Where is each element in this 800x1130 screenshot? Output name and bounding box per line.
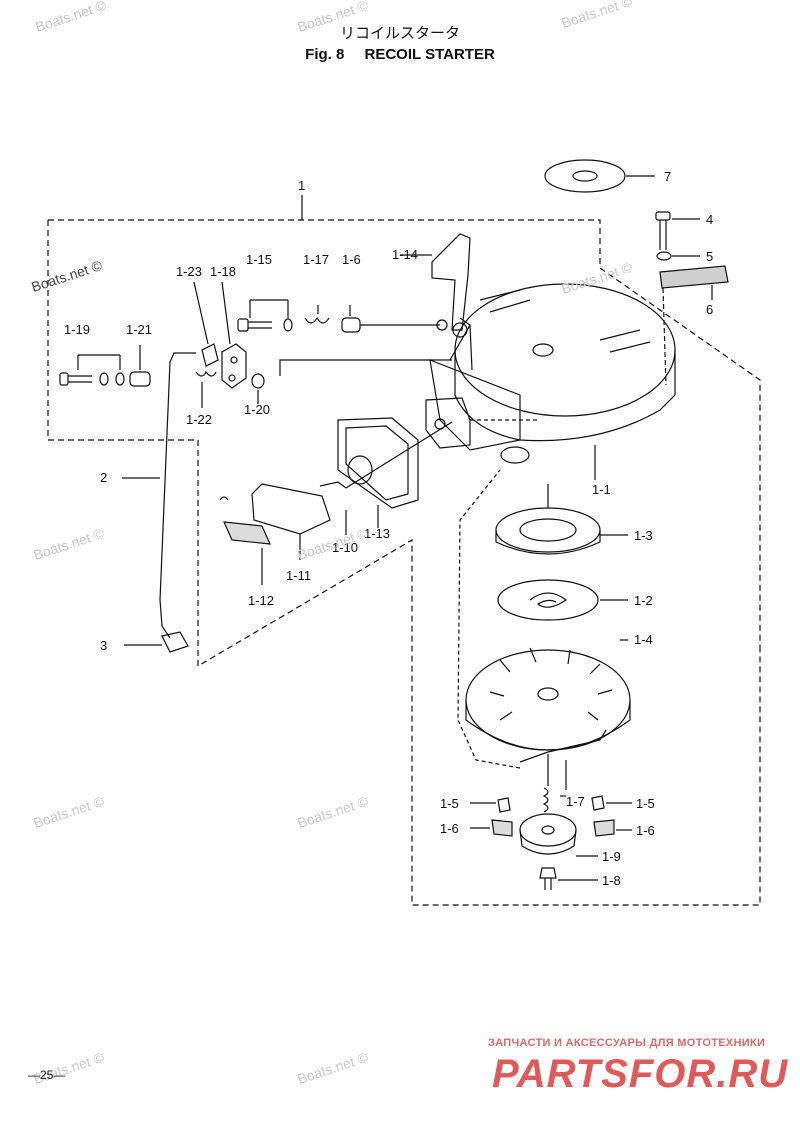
spring-case-part-1-3 [495,484,628,555]
callout-1-7: 1-7 [566,794,585,809]
callout-1-5-right: 1-5 [636,796,655,811]
page-number: —25— [28,1068,66,1082]
callout-1-22: 1-22 [186,412,212,427]
callout-3: 3 [100,638,107,653]
brand-logo: PARTSFOR.RU [492,1052,789,1096]
callout-1-9: 1-9 [602,849,621,864]
callout-1-17: 1-17 [303,252,329,267]
rope-guide [519,729,607,763]
callout-6: 6 [706,302,713,317]
drive-plate-part-1-9 [519,813,598,857]
callout-1-14: 1-14 [392,247,418,262]
callout-1-21: 1-21 [126,322,152,337]
spring-part-1-7 [542,787,566,813]
callout-1-8: 1-8 [602,873,621,888]
collar-part-1-21 [129,345,151,387]
callout-1: 1 [298,178,305,193]
grommet-part-1-13 [337,417,419,528]
handle-part-6 [659,265,729,386]
callout-1-13: 1-13 [364,526,390,541]
callout-1-23: 1-23 [176,264,202,279]
bolt-part-1-19 [59,354,125,386]
callout-1-5-left: 1-5 [440,796,459,811]
brand-tagline: ЗАПЧАСТИ И АКСЕССУАРЫ ДЛЯ МОТОТЕХНИКИ [488,1037,766,1049]
spring-part-1-22 [195,370,217,408]
callout-1-6-right: 1-6 [636,823,655,838]
clip-part-3 [124,631,189,653]
callout-1-2: 1-2 [634,593,653,608]
callout-1-20: 1-20 [244,402,270,417]
callout-1-12: 1-12 [248,593,274,608]
pulley-part-1-4 [465,639,631,751]
callout-1-19: 1-19 [64,322,90,337]
bolt-part-4 [655,211,700,250]
callout-4: 4 [706,212,713,227]
link-rod [279,324,452,376]
callout-1-6-left: 1-6 [440,821,459,836]
grip-part-1-11 [251,481,347,560]
rope-part-1-10 [345,421,453,535]
callout-1-10: 1-10 [332,540,358,555]
lever-part-1-23 [193,281,219,367]
bolt-part-1-15 [237,318,293,332]
callout-1-1: 1-1 [592,482,611,497]
spiral-spring-part-1-2 [497,579,628,621]
bracket-part-1-18 [221,281,247,389]
plate-part-1-12 [219,496,271,585]
assembly-boundary [47,219,761,906]
callout-1-3: 1-3 [634,528,653,543]
figure-name: RECOIL STARTER [364,46,495,63]
callout-1-6-top: 1-6 [342,252,361,267]
pawl-part-1-5-left [470,797,511,813]
collar-part-1-6 [341,305,361,333]
callout-1-11: 1-11 [286,568,311,583]
housing-part-1-1 [429,283,676,480]
spring-part-1-17 [304,305,330,324]
callout-1-4: 1-4 [634,632,653,647]
callout-2: 2 [100,470,107,485]
callout-7: 7 [664,169,671,184]
rod-part-2 [122,352,196,639]
title-japanese: リコイルスタータ [339,24,460,42]
pawl-part-1-5-right [591,795,632,811]
figure-number: Fig. 8 [305,46,345,63]
washer-part-1-20 [251,373,265,404]
callout-1-15: 1-15 [246,252,272,267]
figure-title: Fig. 8 RECOIL STARTER [0,46,800,63]
callout-1-18: 1-18 [210,264,236,279]
washer-part-7 [544,159,655,193]
pawl-part-1-6-right [593,819,632,837]
callout-5: 5 [706,249,713,264]
washer-part-5 [656,251,700,261]
bolt-part-1-8 [539,867,598,890]
pawl-part-1-6-left [470,819,513,837]
